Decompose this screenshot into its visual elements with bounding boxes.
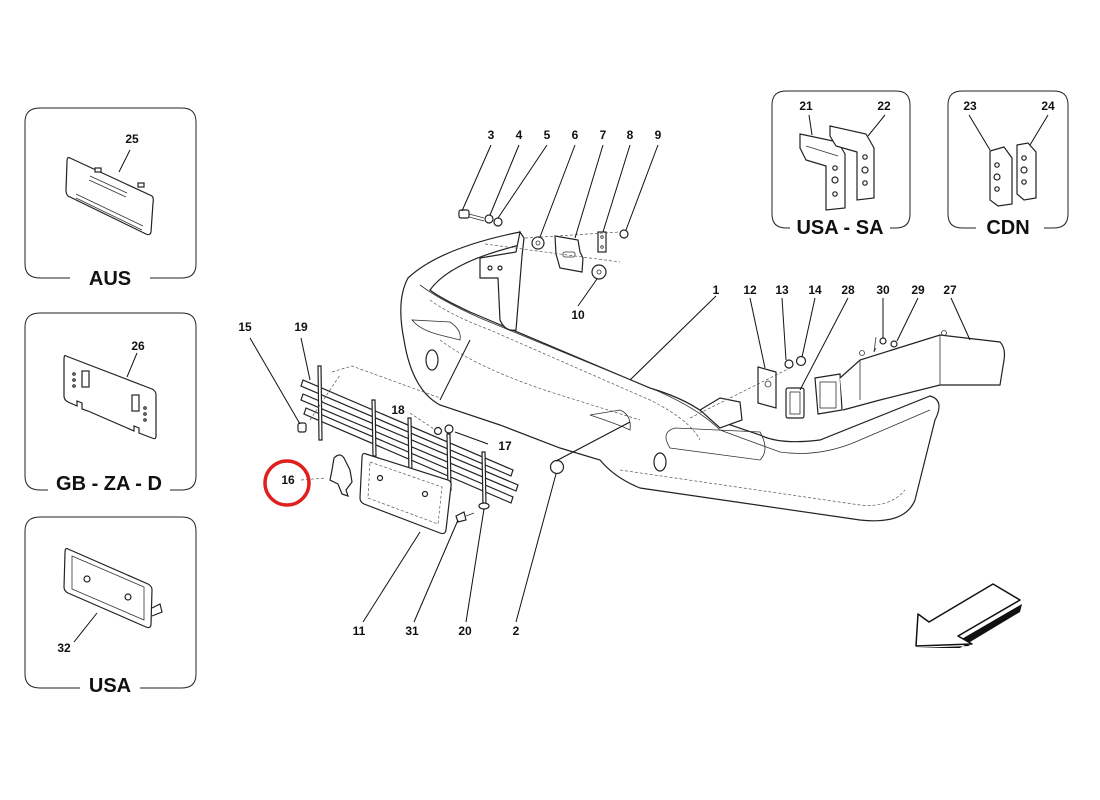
callout-8: 8 xyxy=(627,128,634,142)
callout-24: 24 xyxy=(1041,99,1055,113)
callout-26: 26 xyxy=(131,339,145,353)
plate-bracket-gb xyxy=(63,354,157,440)
region-label-gb-za-d: GB - ZA - D xyxy=(56,473,162,495)
leader-lines xyxy=(249,144,971,623)
bracket-23 xyxy=(989,146,1013,207)
spacer-28 xyxy=(785,387,805,419)
callout-4: 4 xyxy=(516,128,523,142)
bracket-22 xyxy=(829,125,875,201)
nut-14 xyxy=(795,355,807,367)
callout-22: 22 xyxy=(877,99,891,113)
callout-15: 15 xyxy=(238,320,252,334)
callout-27: 27 xyxy=(943,283,957,297)
callout-28: 28 xyxy=(841,283,855,297)
region-label-usa: USA xyxy=(89,675,131,697)
callout-3: 3 xyxy=(488,128,495,142)
callout-2: 2 xyxy=(513,624,520,638)
highlight-circle-16 xyxy=(263,459,311,507)
mounting-hardware-right xyxy=(689,330,1006,419)
grommet-20 xyxy=(478,502,490,510)
washer-30 xyxy=(879,337,887,345)
license-plate-holder-11 xyxy=(359,452,452,535)
callout-29: 29 xyxy=(911,283,925,297)
callout-9: 9 xyxy=(655,128,662,142)
callout-7: 7 xyxy=(600,128,607,142)
support-beam-27 xyxy=(814,330,1006,415)
region-label-aus: AUS xyxy=(89,268,131,290)
callout-14: 14 xyxy=(808,283,822,297)
bracket-24 xyxy=(1016,142,1037,201)
callout-1: 1 xyxy=(713,283,720,297)
license-plate-holder-usa xyxy=(63,547,163,629)
panel-cdn: CDN 23 24 xyxy=(947,90,1069,239)
bushing-6 xyxy=(531,236,545,250)
nut-17 xyxy=(444,424,454,434)
panel-usa-sa: USA - SA 21 22 xyxy=(771,90,911,239)
prancing-horse-badge-16 xyxy=(329,454,353,497)
panel-gb-za-d: GB - ZA - D 26 xyxy=(24,312,197,495)
nut-9 xyxy=(619,229,629,239)
screw-15 xyxy=(297,422,307,433)
panel-usa: USA 32 xyxy=(24,516,197,697)
callout-18: 18 xyxy=(391,403,405,417)
washer-13 xyxy=(784,359,794,369)
nut-29 xyxy=(890,340,898,348)
bracket-12 xyxy=(757,366,777,409)
callout-10: 10 xyxy=(571,308,585,322)
callout-32: 32 xyxy=(57,641,71,655)
callout-13: 13 xyxy=(775,283,789,297)
washer-5 xyxy=(493,217,503,227)
bolt-3 xyxy=(458,209,485,222)
callout-6: 6 xyxy=(572,128,579,142)
clip-31 xyxy=(455,511,475,523)
bumper-cover xyxy=(400,230,940,522)
callout-30: 30 xyxy=(876,283,890,297)
plate-bracket-aus xyxy=(65,156,154,236)
bushing-10 xyxy=(591,264,607,280)
plug-2 xyxy=(549,459,565,475)
callout-11: 11 xyxy=(353,624,366,638)
callout-16: 16 xyxy=(281,473,295,487)
callout-19: 19 xyxy=(294,320,308,334)
panel-aus: AUS 25 xyxy=(24,107,197,290)
callout-12: 12 xyxy=(743,283,757,297)
washer-18 xyxy=(433,426,443,436)
plate-8 xyxy=(597,231,607,253)
callout-17: 17 xyxy=(498,439,512,453)
arrow-front-left-icon xyxy=(915,583,1022,648)
region-label-cdn: CDN xyxy=(986,217,1029,239)
callout-31: 31 xyxy=(405,624,419,638)
washer-4 xyxy=(484,214,494,224)
callout-23: 23 xyxy=(963,99,977,113)
callout-25: 25 xyxy=(125,132,139,146)
mounting-hardware-top xyxy=(458,209,629,280)
callout-20: 20 xyxy=(458,624,472,638)
bracket-7 xyxy=(554,235,584,273)
region-label-usa-sa: USA - SA xyxy=(796,217,883,239)
callout-21: 21 xyxy=(799,99,813,113)
grille-19 xyxy=(300,365,519,507)
callout-5: 5 xyxy=(544,128,551,142)
